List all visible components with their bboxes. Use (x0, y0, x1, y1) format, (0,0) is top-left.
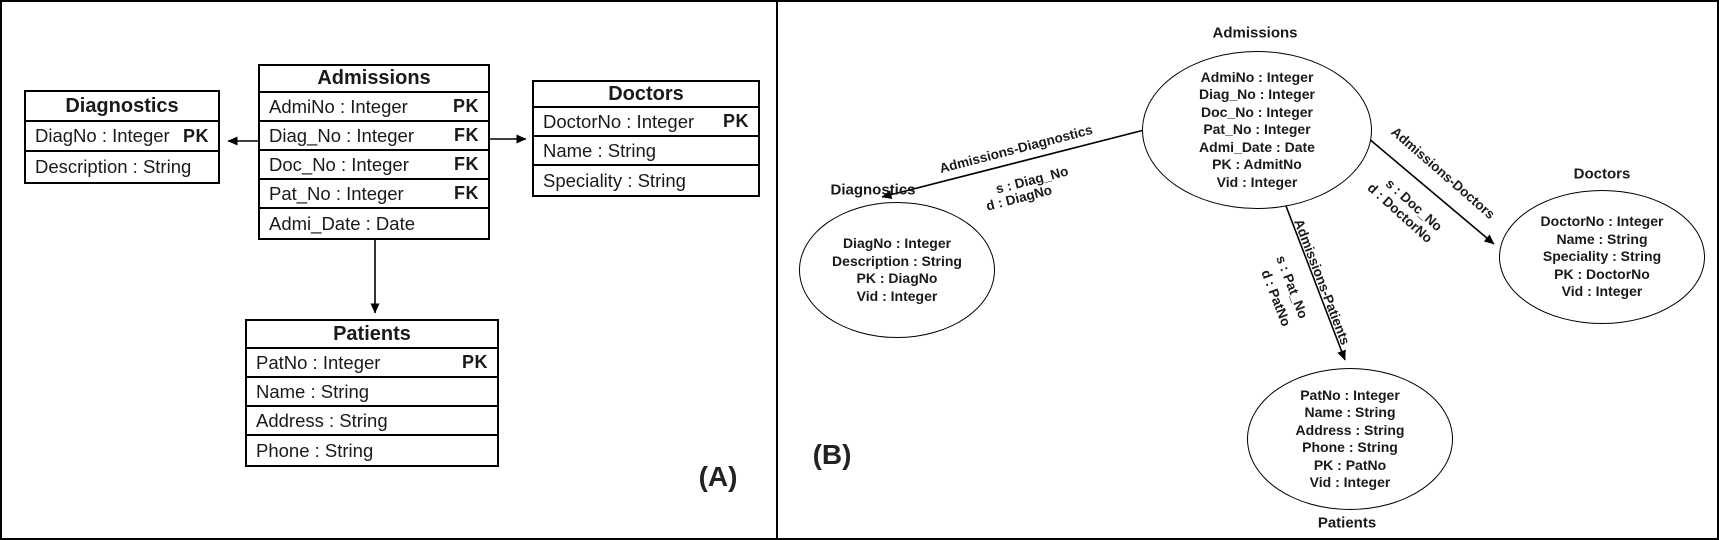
entity-attribute-line: PK : DiagNo (856, 270, 938, 286)
attribute-name: Name : String (256, 380, 370, 402)
entity-attribute-line: PK : AdmitNo (1212, 156, 1302, 173)
entity-attribute-line: PatNo : Integer (1300, 386, 1400, 403)
table-row: Pat_No : Integer FK (260, 180, 488, 209)
table-title: Doctors (534, 82, 758, 108)
node-title-patients: Patients (1317, 514, 1377, 532)
table-row: DiagNo : Integer PK (26, 122, 218, 152)
table-doctors: Doctors DoctorNo : Integer PK Name : Strin… (532, 80, 760, 197)
attribute-name: Doc_No : Integer (269, 153, 409, 175)
attribute-name: Speciality : String (543, 169, 686, 191)
attribute-name: Name : String (543, 139, 657, 161)
table-row: Admi_Date : Date (260, 209, 488, 238)
panel-b-label: (B) (812, 439, 852, 470)
table-row: Name : String (247, 378, 497, 407)
entity-attribute-line: Description : String (832, 252, 962, 269)
attribute-name: Description : String (35, 156, 192, 177)
entity-attribute-line: Address : String (1295, 421, 1405, 438)
key-badge: PK (182, 125, 209, 146)
attribute-name: Admi_Date : Date (269, 212, 416, 234)
entity-attribute-line: Name : String (1556, 230, 1648, 247)
node-title-diagnostics: Diagnostics (830, 181, 916, 199)
entity-attribute-line: Pat_No : Integer (1203, 121, 1311, 138)
attribute-name: Pat_No : Integer (269, 182, 404, 204)
key-badge: FK (454, 154, 479, 174)
table-row: PatNo : Integer PK (247, 349, 497, 378)
table-row: Address : String (247, 407, 497, 436)
table-row: Phone : String (247, 436, 497, 465)
table-row: Speciality : String (534, 166, 758, 195)
entity-attribute-line: Name : String (1304, 404, 1396, 420)
attribute-name: Diag_No : Integer (269, 124, 415, 146)
table-row: AdmiNo : Integer PK (260, 93, 488, 122)
key-badge: PK (461, 352, 488, 372)
entity-attribute-line: Speciality : String (1542, 248, 1662, 265)
table-row: Diag_No : Integer FK (260, 122, 488, 151)
entity-attribute-line: PK : DoctorNo (1554, 265, 1650, 282)
table-row: Name : String (534, 137, 758, 166)
table-title: Diagnostics (26, 92, 218, 122)
key-badge: PK (452, 96, 479, 116)
entity-attribute-line: Vid : Integer (856, 287, 938, 304)
entity-attribute-line: Vid : Integer (1561, 283, 1643, 300)
attribute-name: Phone : String (256, 439, 374, 461)
key-badge: PK (722, 111, 749, 131)
table-title: Patients (247, 321, 497, 349)
table-body: DiagNo : Integer PK Description : String (26, 122, 218, 182)
entity-attribute-line: Doc_No : Integer (1200, 103, 1313, 120)
table-diagnostics: Diagnostics DiagNo : Integer PK Descriptio… (24, 90, 220, 184)
entity-attribute-line: AdmiNo : Integer (1200, 68, 1314, 85)
entity-attribute-line: Phone : String (1302, 439, 1398, 455)
table-row: DoctorNo : Integer PK (534, 108, 758, 137)
panel-a-label: (A) (698, 461, 738, 492)
table-title: Admissions (260, 66, 488, 93)
attribute-name: Address : String (256, 409, 388, 431)
node-title-doctors: Doctors (1573, 165, 1631, 183)
attribute-name: AdmiNo : Integer (269, 95, 408, 117)
table-row: Doc_No : Integer FK (260, 151, 488, 180)
entity-attribute-line: DiagNo : Integer (842, 235, 952, 251)
table-row: Description : String (26, 152, 218, 182)
edge-label-admissions-diagnostics: Admissions-Diagnostics (937, 122, 1095, 176)
entity-attribute-line: Admi_Date : Date (1199, 138, 1315, 155)
attribute-name: DoctorNo : Integer (543, 110, 695, 132)
key-badge: FK (454, 183, 479, 203)
entity-attribute-line: DoctorNo : Integer (1540, 213, 1664, 230)
entity-attribute-line: PK : PatNo (1313, 456, 1387, 473)
entity-attribute-line: Vid : Integer (1216, 173, 1298, 190)
table-admissions: Admissions AdmiNo : Integer PK Diag_No : I… (258, 64, 490, 240)
key-badge: FK (454, 125, 479, 145)
entity-attribute-line: Diag_No : Integer (1199, 86, 1315, 103)
edge-label-admissions-patients: Admissions-Patients (1291, 216, 1353, 348)
entity-attribute-line: Vid : Integer (1309, 474, 1391, 490)
attribute-name: PatNo : Integer (256, 351, 381, 373)
attribute-name: DiagNo : Integer (35, 125, 170, 146)
node-title-admissions: Admissions (1212, 24, 1298, 42)
